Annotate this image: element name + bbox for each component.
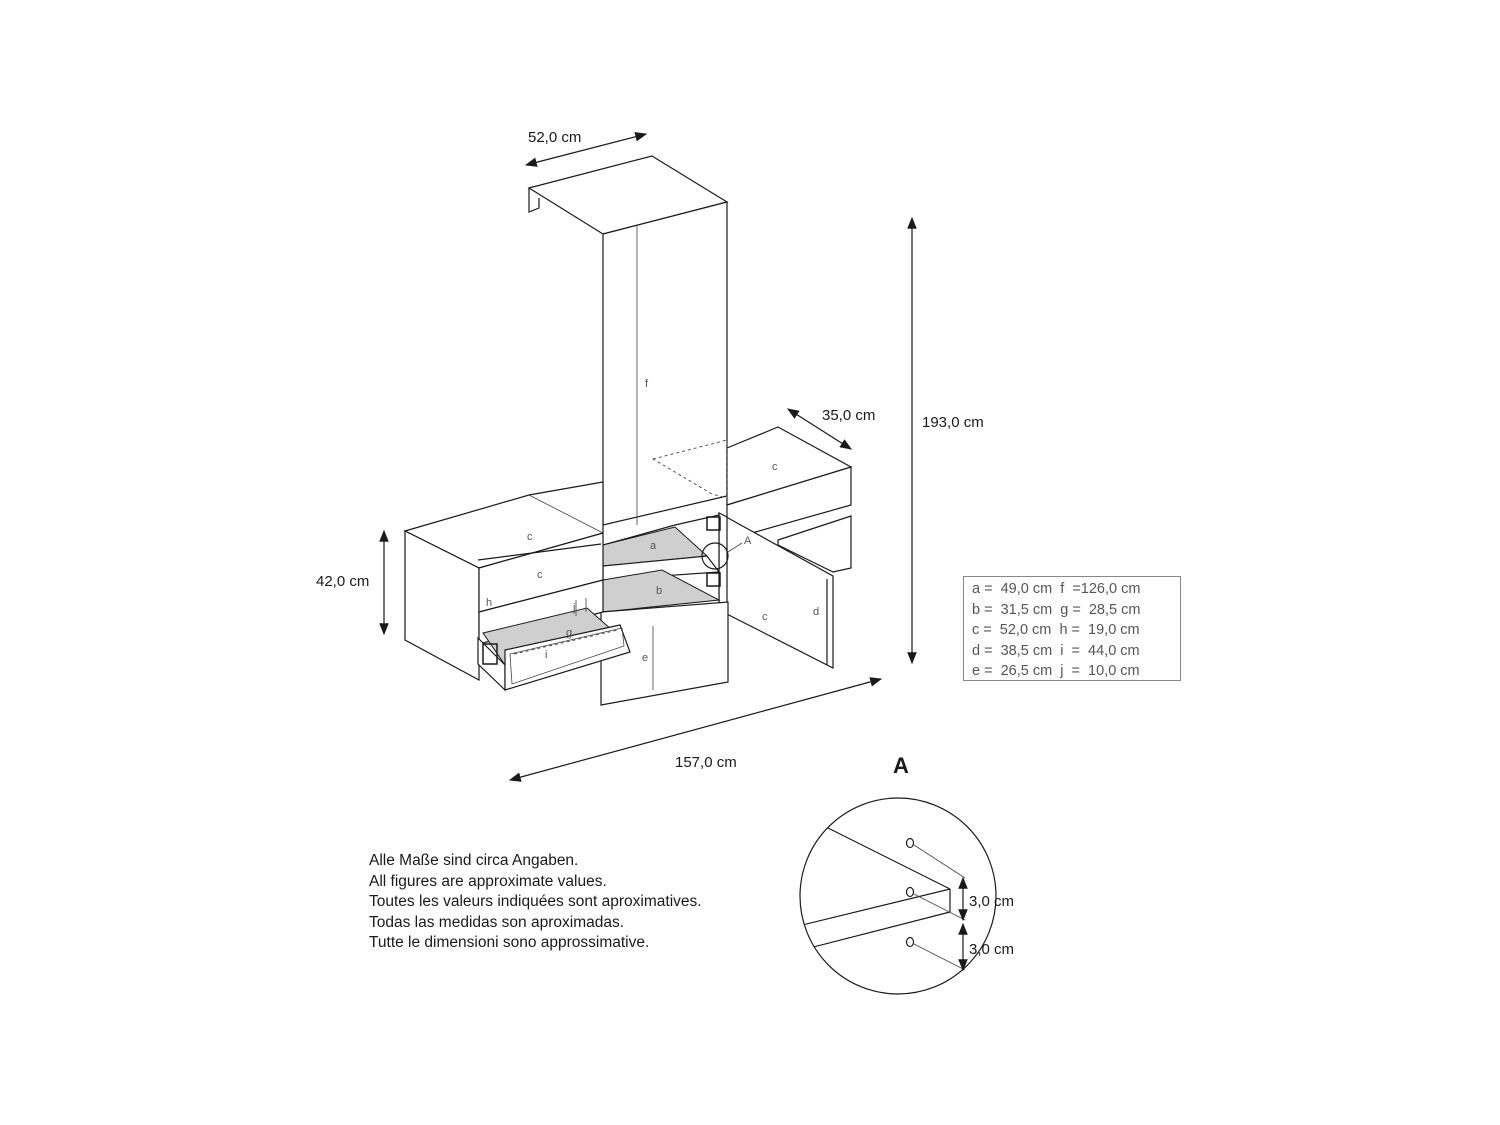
right-cabinet <box>651 426 853 669</box>
part-label-i: i <box>545 649 547 661</box>
dim-height-total: 193,0 cm <box>922 414 984 431</box>
open-drawer <box>477 598 631 692</box>
note-english: All figures are approximate values. <box>369 872 607 890</box>
note-italian: Tutte le dimensioni sono approssimative. <box>369 934 650 952</box>
detail-marker-circle <box>701 542 729 570</box>
note-french: Toutes les valeurs indiquées sont aproxi… <box>369 893 702 911</box>
part-label-h: h <box>486 597 492 609</box>
part-label-d: d <box>813 606 819 618</box>
part-label-c-door: c <box>762 611 768 623</box>
legend-row: b = 31,5 cm g = 28,5 cm <box>972 601 1141 618</box>
legend-row: a = 49,0 cm f =126,0 cm <box>972 581 1141 597</box>
dim-detail-bottom: 3,0 cm <box>969 941 1014 958</box>
legend-row: e = 26,5 cm j = 10,0 cm <box>972 663 1140 679</box>
part-label-c-front: c <box>537 569 543 581</box>
dim-width-total: 157,0 cm <box>675 754 737 771</box>
detail-a: 3,0 cm 3,0 cm <box>799 797 1014 995</box>
dim-width-top: 52,0 cm <box>528 129 581 146</box>
part-label-c-right: c <box>772 461 778 473</box>
note-spanish: Todas las medidas son aproximadas. <box>369 913 625 931</box>
dimension-lines: 52,0 cm 193,0 cm 35,0 cm 42,0 cm 157,0 c… <box>316 129 984 782</box>
detail-title: A <box>893 753 909 778</box>
legend-row: d = 38,5 cm i = 44,0 cm <box>972 642 1140 659</box>
note-german: Alle Maße sind circa Angaben. <box>369 852 579 869</box>
dim-height-low: 42,0 cm <box>316 573 369 590</box>
detail-marker-label: A <box>744 535 752 547</box>
tall-column <box>527 155 729 526</box>
legend-row: c = 52,0 cm h = 19,0 cm <box>972 622 1140 638</box>
dim-detail-top: 3,0 cm <box>969 893 1014 910</box>
part-label-f: f <box>645 378 649 390</box>
dim-depth-side: 35,0 cm <box>822 407 875 424</box>
part-label-e: e <box>642 652 648 664</box>
part-label-c-top: c <box>527 531 533 543</box>
part-label-b: b <box>656 585 662 597</box>
part-label-g: g <box>566 627 572 639</box>
part-labels: f c c c a b h j g i e c d A <box>486 378 819 664</box>
approximation-notes: Alle Maße sind circa Angaben. All figure… <box>369 851 702 954</box>
left-cabinet <box>403 481 604 682</box>
part-label-a: a <box>650 540 657 552</box>
dimension-legend: a = 49,0 cm f =126,0 cm b = 31,5 cm g = … <box>963 576 1181 681</box>
part-label-j: j <box>572 602 575 614</box>
